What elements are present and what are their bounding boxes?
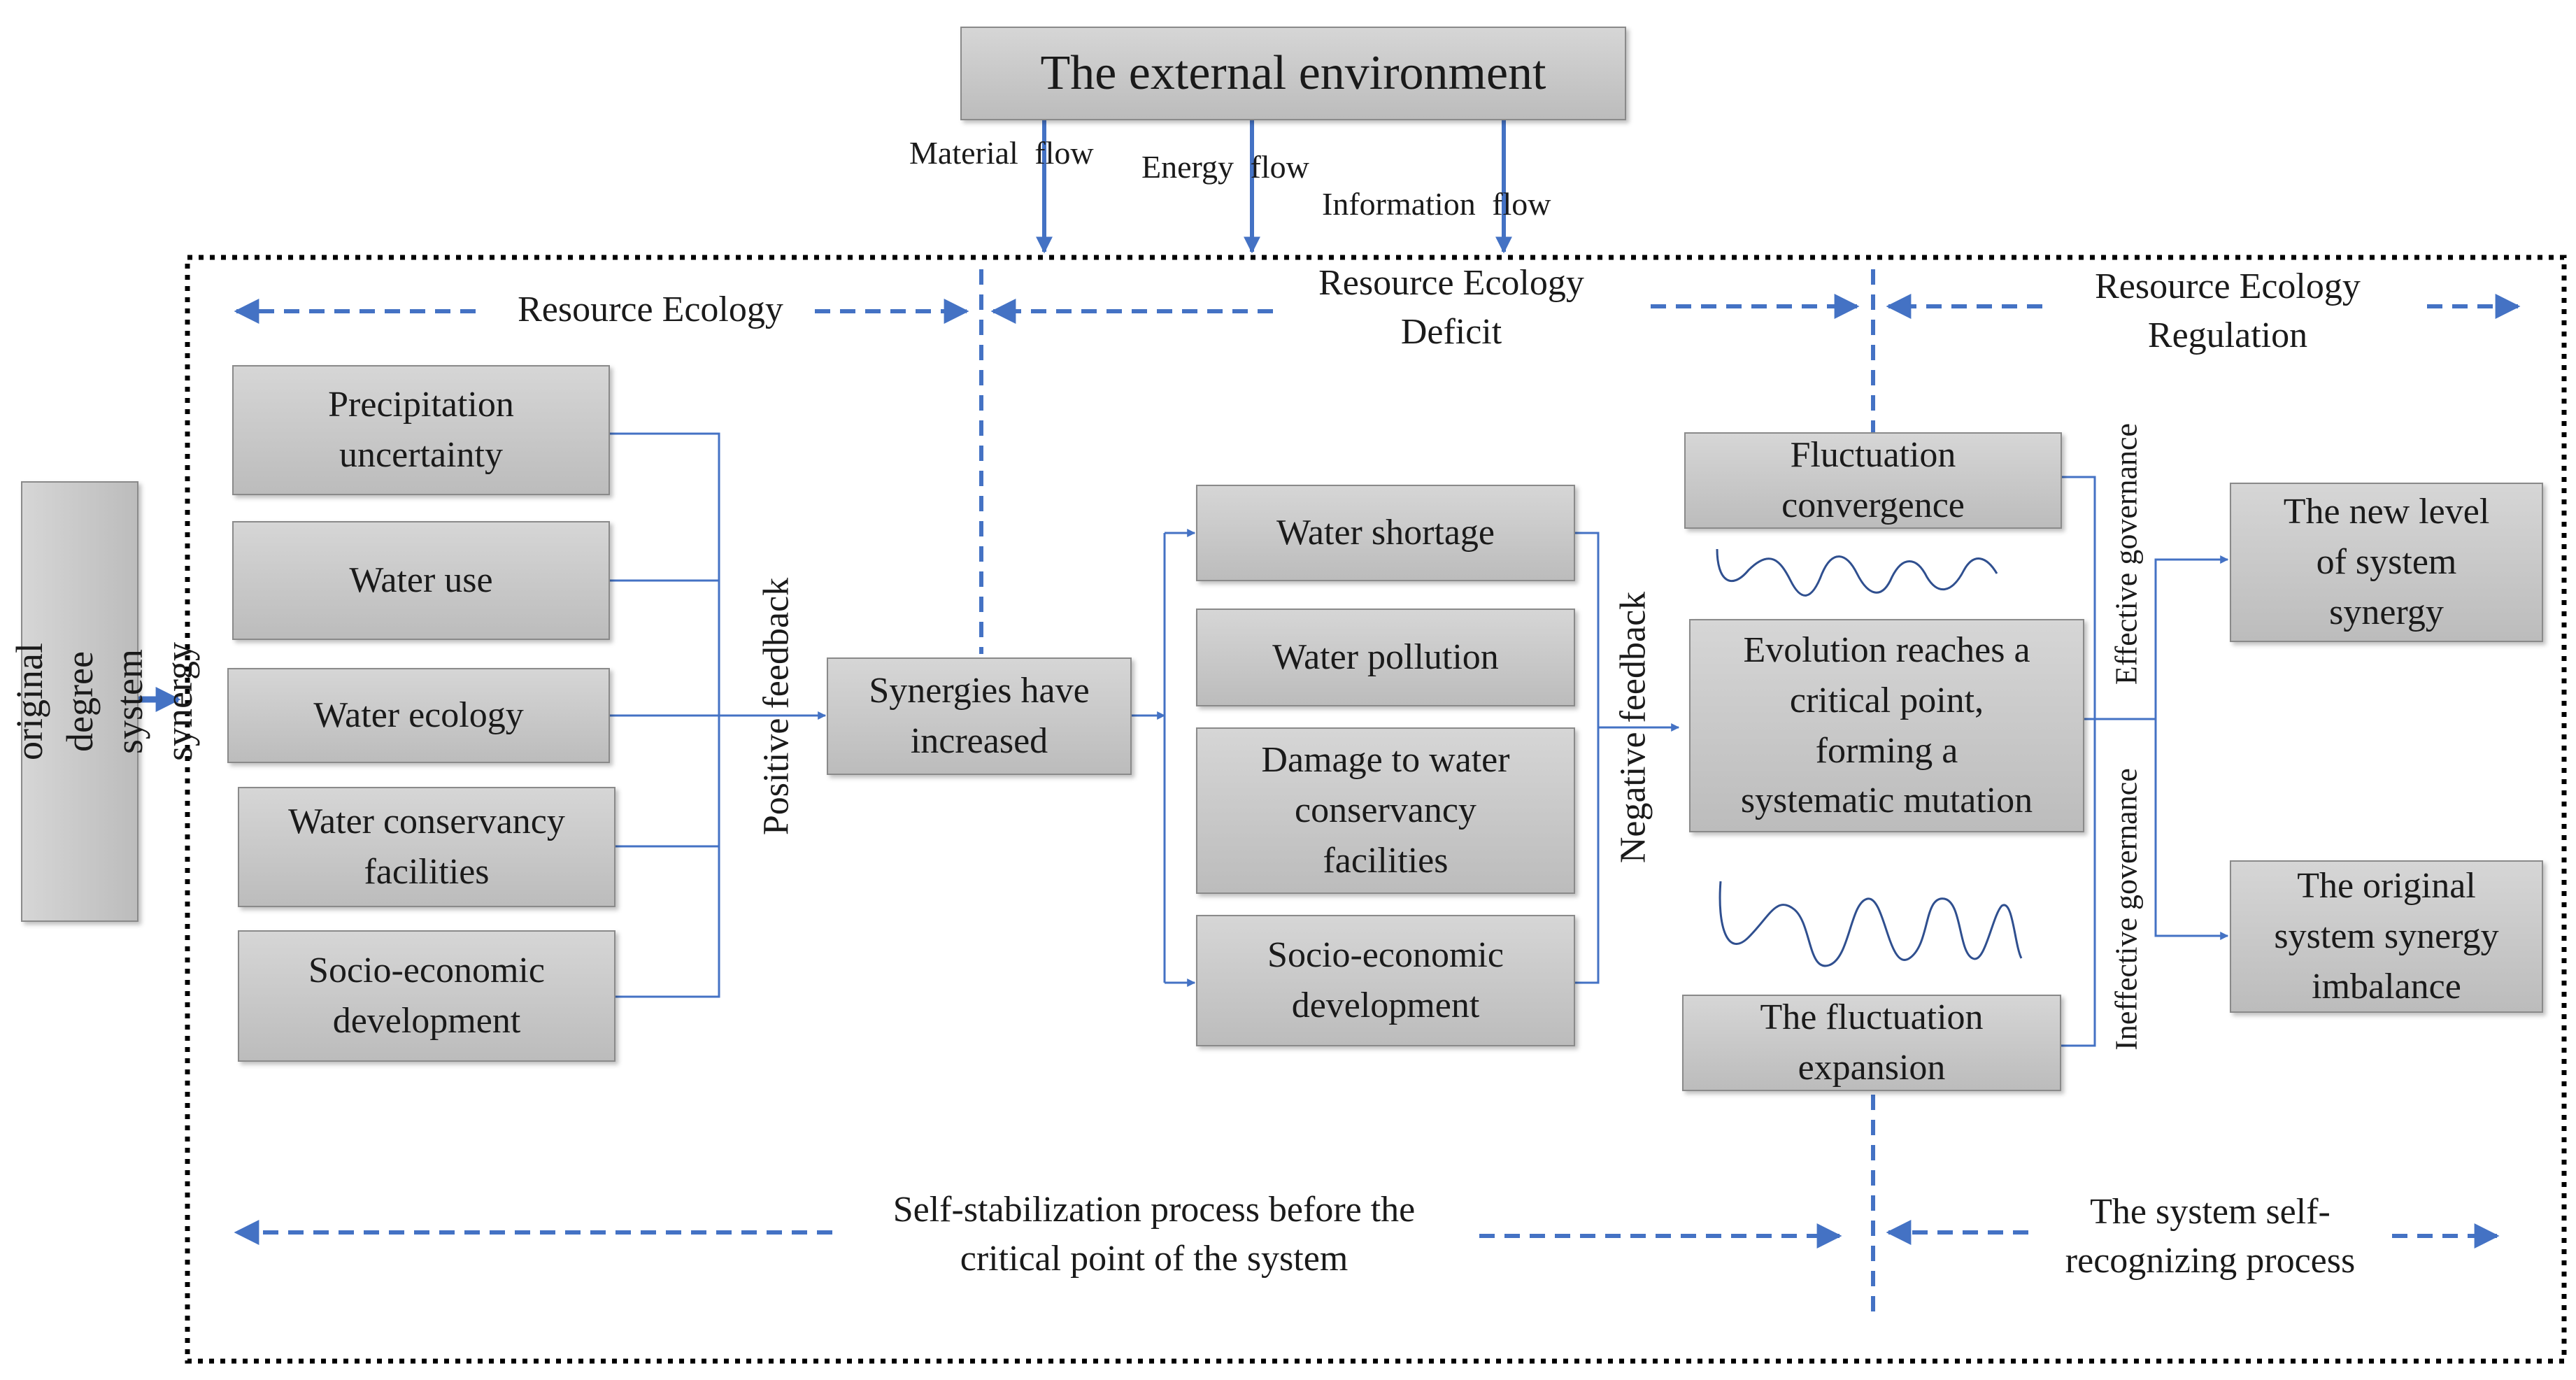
- ineffective-governance-label: Ineffective governance: [2109, 768, 2144, 1051]
- system-boundary-frame: [185, 255, 2567, 1364]
- fluctuation-wave-convergence: [1716, 548, 1998, 597]
- information-flow-label: Information flow: [1322, 186, 1551, 222]
- fluctuation-expansion-box: The fluctuation expansion: [1682, 995, 2061, 1091]
- material-flow-label: Material flow: [909, 135, 1094, 171]
- ineffective-branch: [2154, 719, 2229, 940]
- factor-socio-economic-development: Socio-economic development: [238, 930, 615, 1062]
- problem-socio-economic-development: Socio-economic development: [1196, 915, 1575, 1046]
- fluctuation-wave-expansion: [1718, 881, 2023, 967]
- synergies-increased-box: Synergies have increased: [827, 657, 1132, 775]
- external-environment-box: The external environment: [960, 27, 1626, 120]
- problem-damage-water-conservancy: Damage to water conservancy facilities: [1196, 727, 1575, 894]
- original-degree-box: The original degree system synergy: [0, 481, 200, 922]
- synergy-imbalance-box: The original system synergy imbalance: [2230, 860, 2543, 1013]
- phase-resource-ecology-deficit: Resource Ecology Deficit: [1318, 263, 1584, 353]
- factor-water-conservancy-facilities: Water conservancy facilities: [238, 787, 615, 907]
- new-level-synergy-box: The new level of system synergy: [2230, 483, 2543, 642]
- energy-flow-label: Energy flow: [1141, 149, 1309, 185]
- fluctuation-convergence-box: Fluctuation convergence: [1684, 432, 2062, 529]
- factor-water-use: Water use: [232, 521, 610, 640]
- original-degree-label: The original degree system synergy: [0, 641, 200, 761]
- problem-water-pollution: Water pollution: [1196, 609, 1575, 706]
- factor-water-ecology: Water ecology: [227, 668, 610, 763]
- self-stabilization-process-label: Self-stabilization process before the cr…: [892, 1190, 1416, 1279]
- governance-bracket: [2058, 476, 2096, 1047]
- factor-precipitation-uncertainty: Precipitation uncertainty: [232, 365, 610, 495]
- phase-resource-ecology-regulation: Resource Ecology Regulation: [2095, 266, 2361, 356]
- effective-branch: [2154, 555, 2229, 719]
- self-recognizing-process-label: The system self- recognizing process: [2065, 1192, 2356, 1281]
- negative-feedback-label: Negative feedback: [1613, 591, 1653, 864]
- critical-point-box: Evolution reaches a critical point, form…: [1689, 619, 2084, 832]
- problem-water-shortage: Water shortage: [1196, 485, 1575, 581]
- positive-feedback-label: Positive feedback: [756, 577, 797, 836]
- phase-resource-ecology: Resource Ecology: [518, 290, 783, 329]
- effective-governance-label: Effective governance: [2109, 422, 2144, 685]
- problems-bracket-right: [1575, 532, 1600, 984]
